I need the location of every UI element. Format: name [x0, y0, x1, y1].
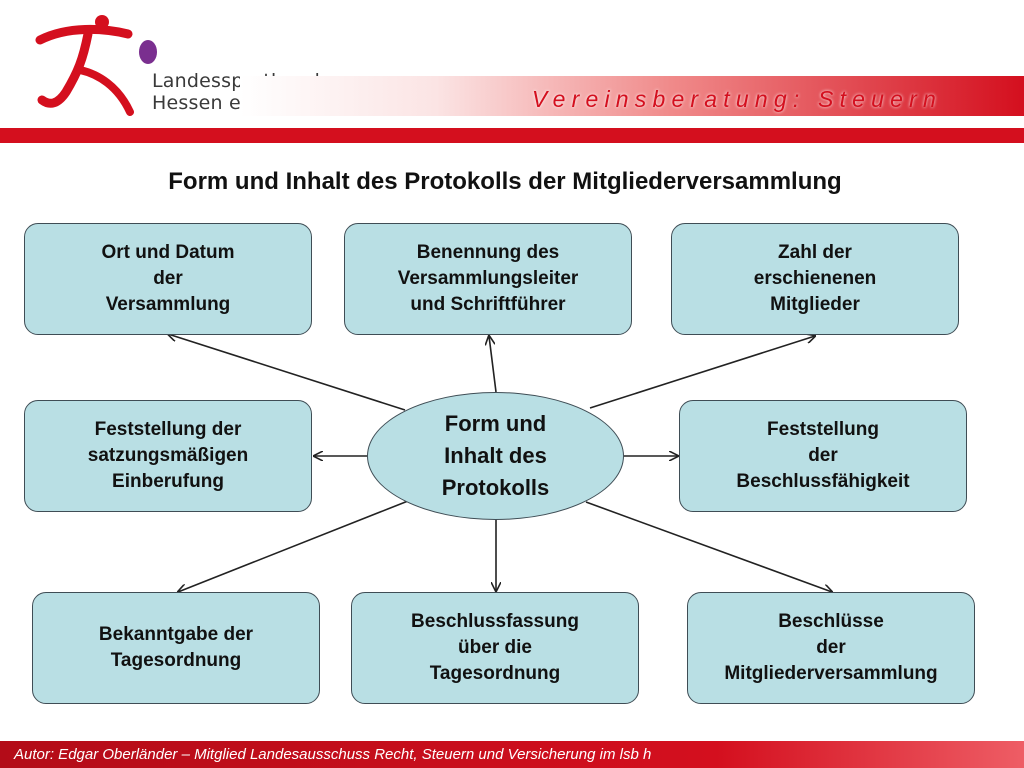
header-banner [240, 76, 1024, 116]
center-node-form-und-inhalt: Form und Inhalt des Protokolls [367, 392, 624, 520]
node-feststellung-beschlussfaehigkeit: Feststellung der Beschlussfähigkeit [679, 400, 967, 512]
node-beschlussfassung-tagesordnung: Beschlussfassung über die Tagesordnung [351, 592, 639, 704]
arrow-to-bottom-left [178, 500, 409, 592]
node-beschluesse-mitgliederversammlung: Beschlüsse der Mitgliederversammlung [687, 592, 975, 704]
arrow-to-top-right [589, 336, 815, 409]
arrow-to-bottom-right [585, 501, 832, 592]
node-feststellung-einberufung: Feststellung der satzungsmäßigen Einberu… [24, 400, 312, 512]
arrow-to-top-center [489, 336, 497, 393]
page-title: Form und Inhalt des Protokolls der Mitgl… [168, 168, 842, 195]
organization-name-line2: Hessen e.V. [152, 92, 265, 114]
arrow-to-top-left [168, 334, 406, 411]
node-bekanntgabe-tagesordnung: Bekanntgabe der Tagesordnung [32, 592, 320, 704]
node-ort-und-datum: Ort und Datum der Versammlung [24, 223, 312, 335]
node-benennung-versammlungsleiter: Benennung des Versammlungsleiter und Sch… [344, 223, 632, 335]
node-zahl-erschienene-mitglieder: Zahl der erschienenen Mitglieder [671, 223, 959, 335]
header-banner-text: Vereinsberatung: Steuern [531, 86, 942, 112]
header-divider-bar [0, 128, 1024, 143]
sports-figure-logo-icon [35, 15, 157, 116]
footer-author-text: Autor: Edgar Oberländer – Mitglied Lande… [14, 746, 652, 763]
footer-bar [0, 741, 1024, 768]
